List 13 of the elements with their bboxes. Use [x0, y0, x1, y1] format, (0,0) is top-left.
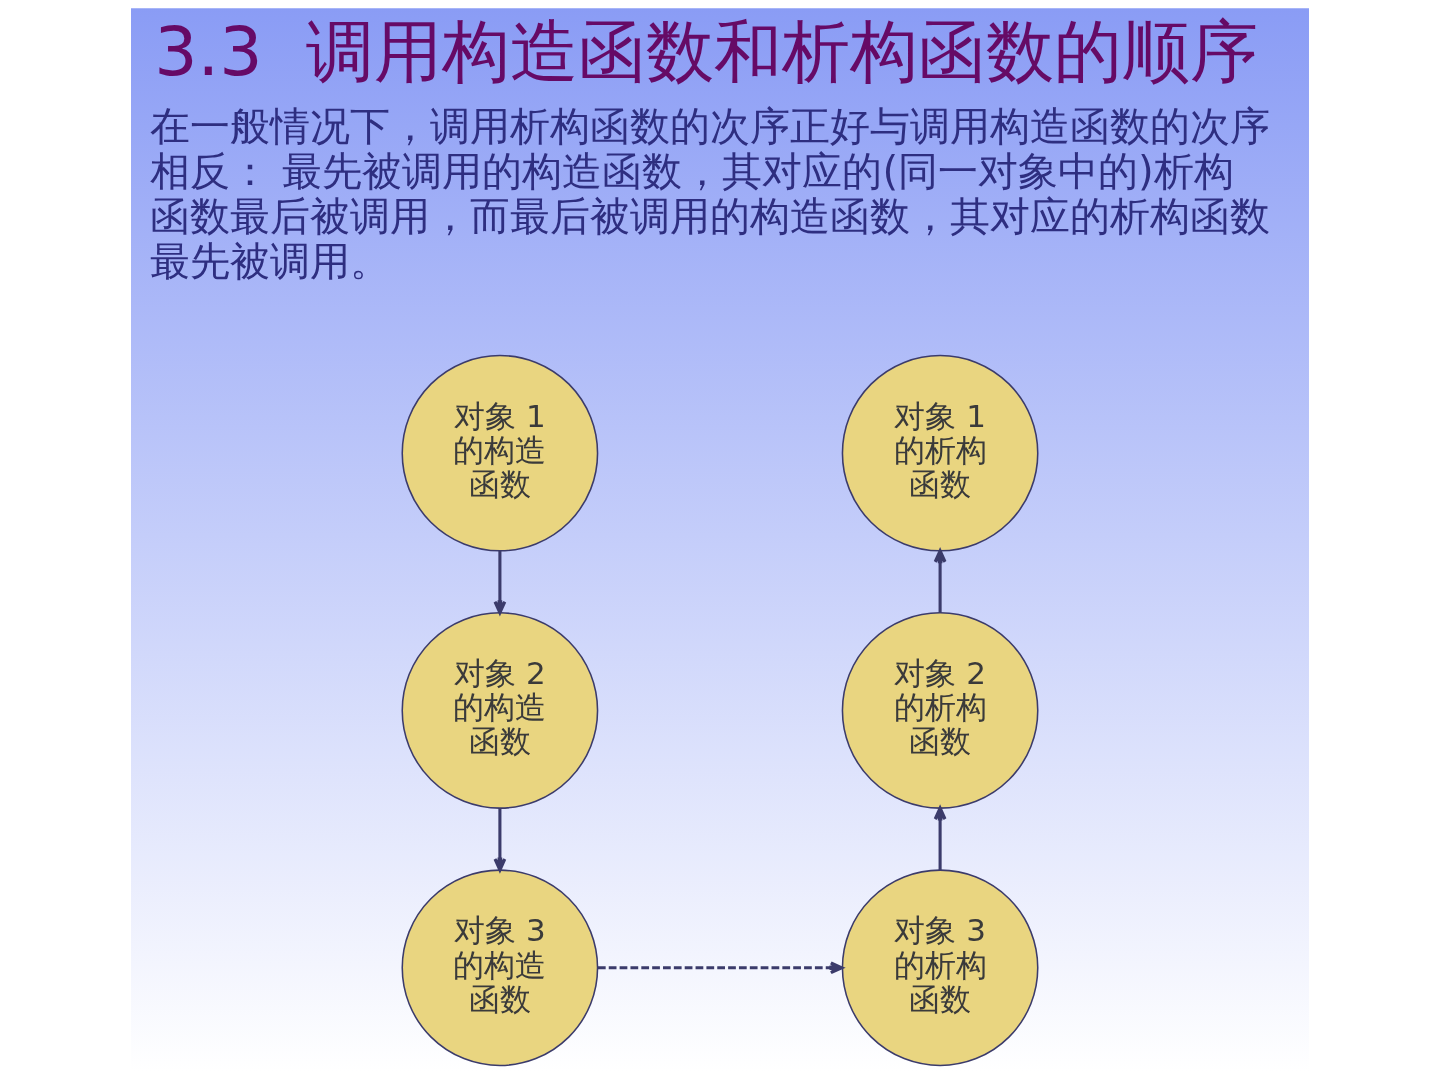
node-circle: 对象 1的构造函数 [401, 354, 599, 552]
node-circle: 对象 2的析构函数 [841, 612, 1039, 809]
diagram-title: 3.3 调用构造函数和析构函数的顺序 [154, 12, 1258, 92]
node-circle: 对象 1的析构函数 [841, 354, 1039, 552]
arrow [493, 808, 507, 872]
label: 在一般情况下，调用析构函数的次序正好与调用构造函数的次序相反： 最先被调用的构造函数，其对应的(同一对象中的)析构函数最后被调用，而最后被调用的构造函数，其对应的析构函数最先被调用。 [149, 102, 1270, 285]
node-circle: 对象 3的析构函数 [841, 869, 1039, 1067]
arrow [493, 550, 507, 615]
arrow [933, 806, 947, 870]
node-circle: 对象 3的构造函数 [401, 869, 599, 1067]
arrow [933, 549, 947, 613]
node-circle: 对象 2的构造函数 [401, 612, 599, 809]
arrow [597, 961, 844, 975]
